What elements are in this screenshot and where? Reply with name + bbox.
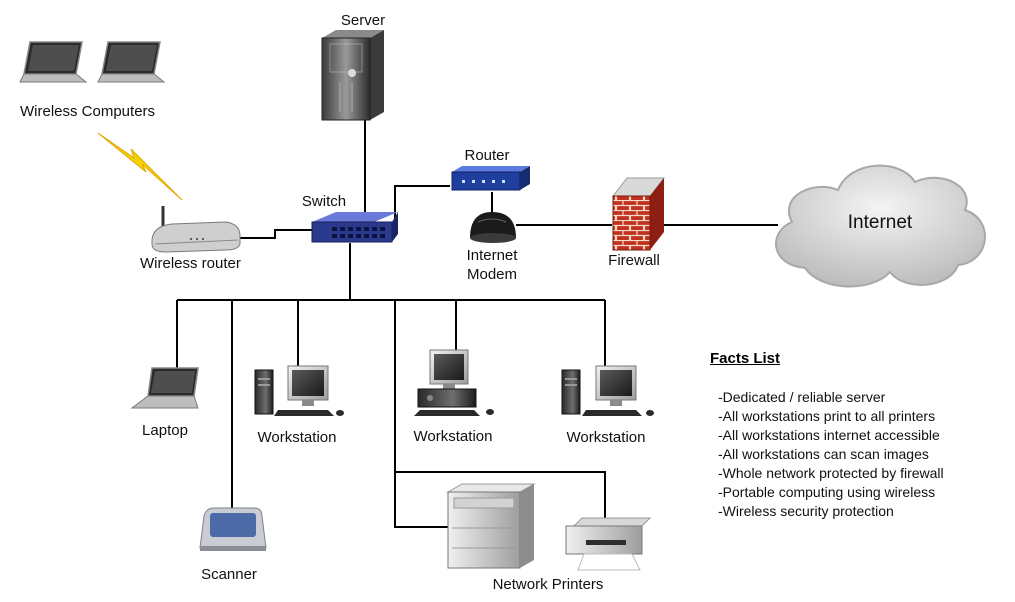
server-label: Server	[340, 12, 386, 29]
wireless-computers-label: Wireless Computers	[20, 103, 156, 120]
inkjet-printer-icon	[565, 517, 652, 571]
router-label: Router	[464, 147, 510, 164]
fact-item: -Dedicated / reliable server	[718, 389, 886, 405]
fact-item: -All workstations print to all printers	[718, 408, 936, 424]
internet-label: Internet	[847, 212, 913, 233]
switch-icon	[311, 212, 398, 243]
line-switch-router	[394, 185, 450, 222]
fact-item: -All workstations internet accessible	[718, 427, 940, 443]
wireless-computers-icon	[19, 41, 166, 83]
workstation-1-label: Workstation	[257, 429, 337, 446]
workstation-2-icon	[414, 349, 494, 416]
wireless-router-icon	[151, 206, 241, 253]
laptop-icon	[130, 367, 199, 409]
line-switch-wireless-router	[240, 229, 312, 239]
connection-lines	[176, 118, 778, 528]
router-icon	[451, 166, 530, 191]
workstation-2-label: Workstation	[413, 428, 493, 445]
laptop-label: Laptop	[142, 422, 188, 439]
switch-label: Switch	[301, 193, 347, 210]
internet-modem-label-line1: Internet	[466, 247, 518, 264]
line-bus-inkjet	[395, 471, 606, 522]
scanner-label: Scanner	[201, 566, 257, 583]
internet-cloud-icon	[775, 164, 986, 288]
facts-list: -Dedicated / reliable server -All workst…	[710, 388, 944, 521]
firewall-icon	[611, 177, 666, 251]
wireless-signal-icon	[97, 132, 183, 201]
facts-list-panel: Facts List -Dedicated / reliable server …	[710, 350, 944, 521]
laser-printer-icon	[446, 483, 536, 569]
internet-modem-label-line2: Modem	[466, 266, 518, 283]
internet-modem-icon	[470, 212, 516, 243]
network-printers-label: Network Printers	[492, 576, 604, 593]
scanner-icon	[199, 507, 267, 551]
fact-item: -Whole network protected by firewall	[718, 465, 944, 481]
workstation-3-icon	[561, 365, 654, 416]
line-bus-printers	[394, 300, 452, 528]
fact-item: -Portable computing using wireless	[718, 484, 936, 500]
workstation-1-icon	[254, 365, 344, 416]
fact-item: -Wireless security protection	[718, 503, 894, 519]
workstation-3-label: Workstation	[566, 429, 646, 446]
wireless-router-label: Wireless router	[140, 255, 241, 272]
server-icon	[321, 30, 384, 121]
fact-item: -All workstations can scan images	[718, 446, 929, 462]
facts-list-title: Facts List	[710, 350, 781, 367]
firewall-label: Firewall	[608, 252, 660, 269]
